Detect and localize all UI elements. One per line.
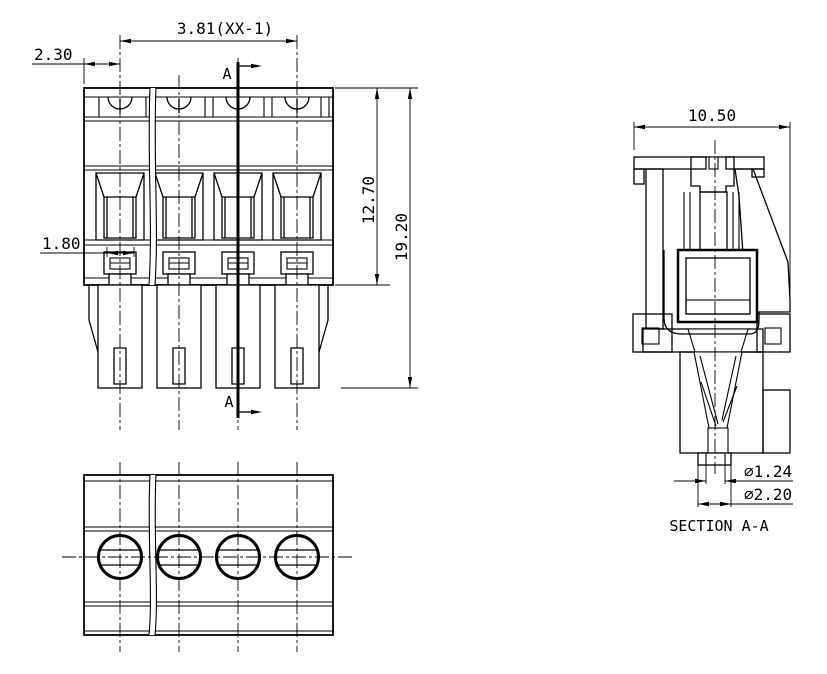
dim-pin-diameter-text: ∅1.24 <box>744 462 792 481</box>
screw-slots <box>100 549 317 566</box>
front-body-outline <box>83 87 334 286</box>
bottom-centerlines <box>62 462 352 652</box>
ear-notch-left <box>641 327 660 345</box>
clamp-windows <box>103 251 314 275</box>
screw-well-4 <box>272 172 322 241</box>
bottom-view <box>62 462 352 652</box>
section-marker-top-label: A <box>222 65 231 83</box>
dim-end-offset: 2.30 <box>32 45 120 67</box>
screw-well-1 <box>95 172 145 241</box>
dim-overall-height-text: 19.20 <box>392 213 411 261</box>
dim-arrow <box>725 478 736 484</box>
housing-left-lip <box>633 168 645 185</box>
bottom-body-outline <box>83 474 334 636</box>
dim-arrow <box>695 478 706 484</box>
solder-pins <box>88 284 329 389</box>
section-title: SECTION A-A <box>669 517 768 535</box>
dim-pitch-text: 3.81(XX-1) <box>177 19 273 38</box>
section-marker-bottom: A <box>224 393 262 415</box>
section-view <box>632 140 791 474</box>
dim-housing-height-text: 12.70 <box>359 176 378 224</box>
lower-right-step <box>762 389 791 454</box>
housing-right-nose <box>734 168 791 313</box>
dim-hole-diameter-text: ∅2.20 <box>744 485 792 504</box>
front-centerlines <box>119 35 298 430</box>
front-body-lines <box>84 96 333 279</box>
cage-spring-outline <box>663 250 760 335</box>
break-line <box>148 87 157 286</box>
dim-arrow <box>374 274 380 285</box>
dim-arrow <box>123 250 134 256</box>
screw-guide-lines <box>683 192 740 250</box>
dim-arrow <box>84 61 95 67</box>
pin-stub-inner-lines <box>705 453 726 465</box>
dim-overall-height: 19.20 <box>392 88 413 388</box>
dim-section-width: 10.50 <box>634 106 790 130</box>
pin-tabs <box>108 273 309 286</box>
dim-hole-diameter: ∅2.20 <box>698 485 793 507</box>
pin-slots <box>113 347 304 385</box>
break-gap <box>149 88 157 285</box>
dim-arrow <box>779 124 790 130</box>
pin-channel <box>707 427 729 454</box>
housing-left-wall <box>645 168 664 330</box>
dim-arrow <box>107 250 118 256</box>
dim-arrow <box>634 124 645 130</box>
screw-well-3 <box>213 172 263 241</box>
spring-clamp-lines <box>699 355 738 427</box>
screw-well-2 <box>154 172 204 241</box>
section-marker-bottom-label: A <box>224 393 233 411</box>
dim-pin-diameter: ∅1.24 <box>674 462 793 484</box>
dim-arrow <box>698 501 709 507</box>
mounting-ear-right <box>756 313 791 353</box>
dim-section-width-text: 10.50 <box>688 106 736 125</box>
funnel-upper <box>687 328 749 353</box>
ear-notch-right <box>764 327 782 345</box>
break-line <box>148 474 157 636</box>
screw-slot-notch <box>708 156 719 170</box>
dim-arrow <box>407 88 413 99</box>
section-marker-top: A <box>222 63 262 83</box>
dim-clamp-width-text: 1.80 <box>42 234 81 253</box>
pin-tapers <box>88 285 329 353</box>
section-extension-lines <box>633 122 791 507</box>
dim-arrow <box>109 61 120 67</box>
dim-clamp-width: 1.80 <box>40 234 134 256</box>
break-gap <box>149 475 157 635</box>
section-arrow-icon <box>251 409 262 415</box>
solder-pin-stub <box>697 452 732 466</box>
dim-arrow <box>120 38 131 44</box>
front-dimensions: 3.81(XX-1) 2.30 1.80 12.70 19.20 <box>32 19 418 415</box>
housing-right-step <box>751 168 765 178</box>
dim-arrow <box>407 377 413 388</box>
screw-shank <box>699 191 728 251</box>
dim-arrow <box>286 38 297 44</box>
housing-top-bar-left <box>633 156 707 170</box>
dim-arrow <box>374 88 380 99</box>
wire-entry-arcs <box>107 96 310 113</box>
housing-top-bar-right <box>725 156 765 170</box>
dim-housing-height: 12.70 <box>359 88 380 285</box>
wire-entry-partitions <box>98 97 330 117</box>
cavity-floor-hatch <box>685 299 751 315</box>
bottom-body-lines <box>84 480 333 632</box>
front-view <box>83 35 334 430</box>
dim-end-offset-text: 2.30 <box>34 45 73 64</box>
section-dimensions: 10.50 ∅1.24 ∅2.20 SECTION A-A <box>633 106 793 535</box>
extension-lines <box>83 58 418 389</box>
wire-cavity <box>685 257 751 315</box>
section-arrow-icon <box>251 63 262 69</box>
dim-pitch: 3.81(XX-1) <box>120 19 297 44</box>
dim-arrow <box>720 501 731 507</box>
